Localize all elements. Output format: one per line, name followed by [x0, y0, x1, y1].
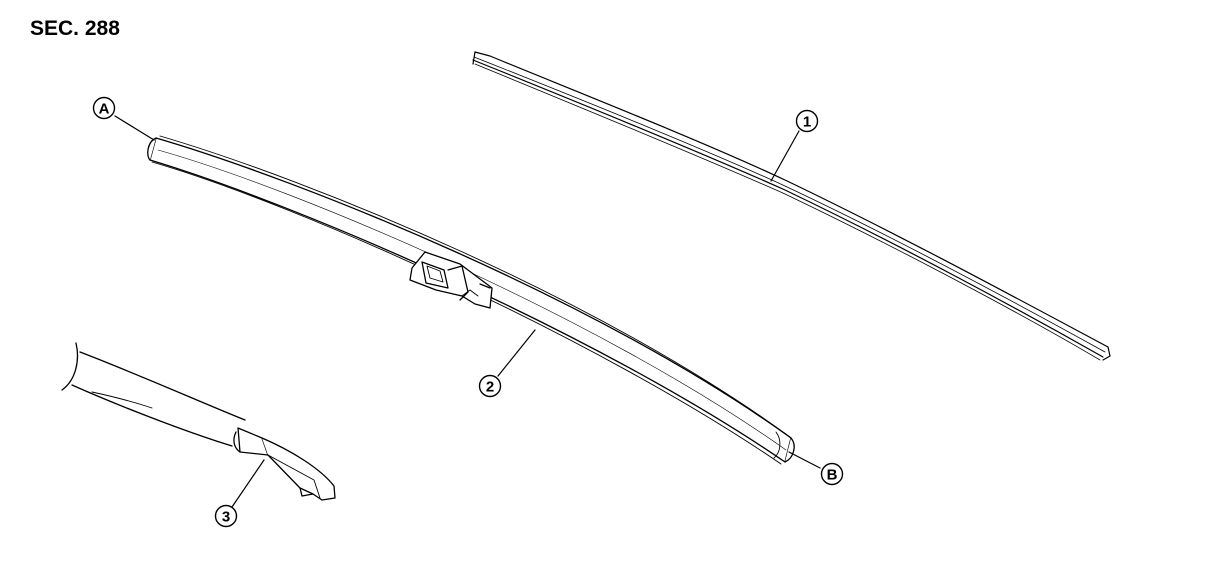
wiper-arm [61, 342, 336, 501]
callout-2: 2 [478, 374, 502, 398]
callout-a: A [92, 96, 116, 120]
svg-text:A: A [99, 101, 110, 118]
svg-text:1: 1 [803, 114, 811, 131]
callout-b: B [820, 462, 844, 486]
svg-text:2: 2 [486, 379, 494, 396]
blade-refill [472, 51, 1111, 361]
leader-lines [114, 115, 821, 508]
svg-text:B: B [827, 467, 838, 484]
callout-1: 1 [795, 109, 819, 133]
svg-text:3: 3 [222, 509, 230, 526]
section-label: SEC. 288 [30, 17, 120, 40]
callout-3: 3 [214, 504, 238, 528]
wiper-blade [147, 135, 795, 465]
